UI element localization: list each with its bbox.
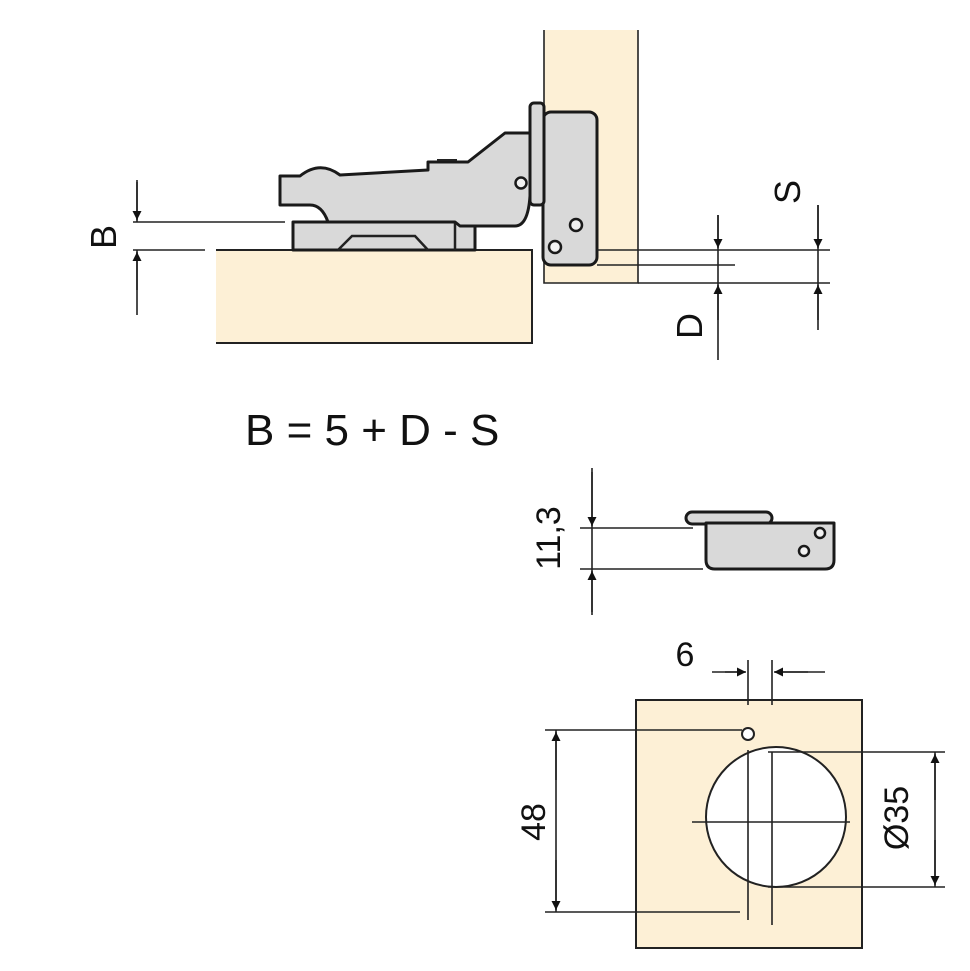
cup-flange [528,101,546,207]
diameter-label: Ø35 [878,786,916,850]
cup-body [704,521,836,571]
cup-screw-hole [568,217,584,233]
formula: B = 5 + D - S [245,406,499,455]
dimension-b-label: B [83,225,124,249]
hinge-arm [278,131,532,228]
drilling-plan: 6 48 Ø35 [515,636,945,949]
dimension-s-label: S [767,180,808,204]
side-view: B S D [83,30,830,360]
offset-label: 6 [676,636,695,674]
arm-screw-hole [514,176,528,190]
pilot-hole [741,727,755,741]
cabinet-side-panel [216,250,532,343]
cup-bore-circle [705,746,847,888]
cup-depth-view: 11,3 [530,468,836,615]
cup-screw-hole [547,239,563,255]
dimension-d-label: D [669,313,710,339]
spacing-label: 48 [515,803,553,841]
cup-depth-label: 11,3 [530,506,568,570]
cup-hole [797,544,811,558]
cup-hole [813,526,827,540]
